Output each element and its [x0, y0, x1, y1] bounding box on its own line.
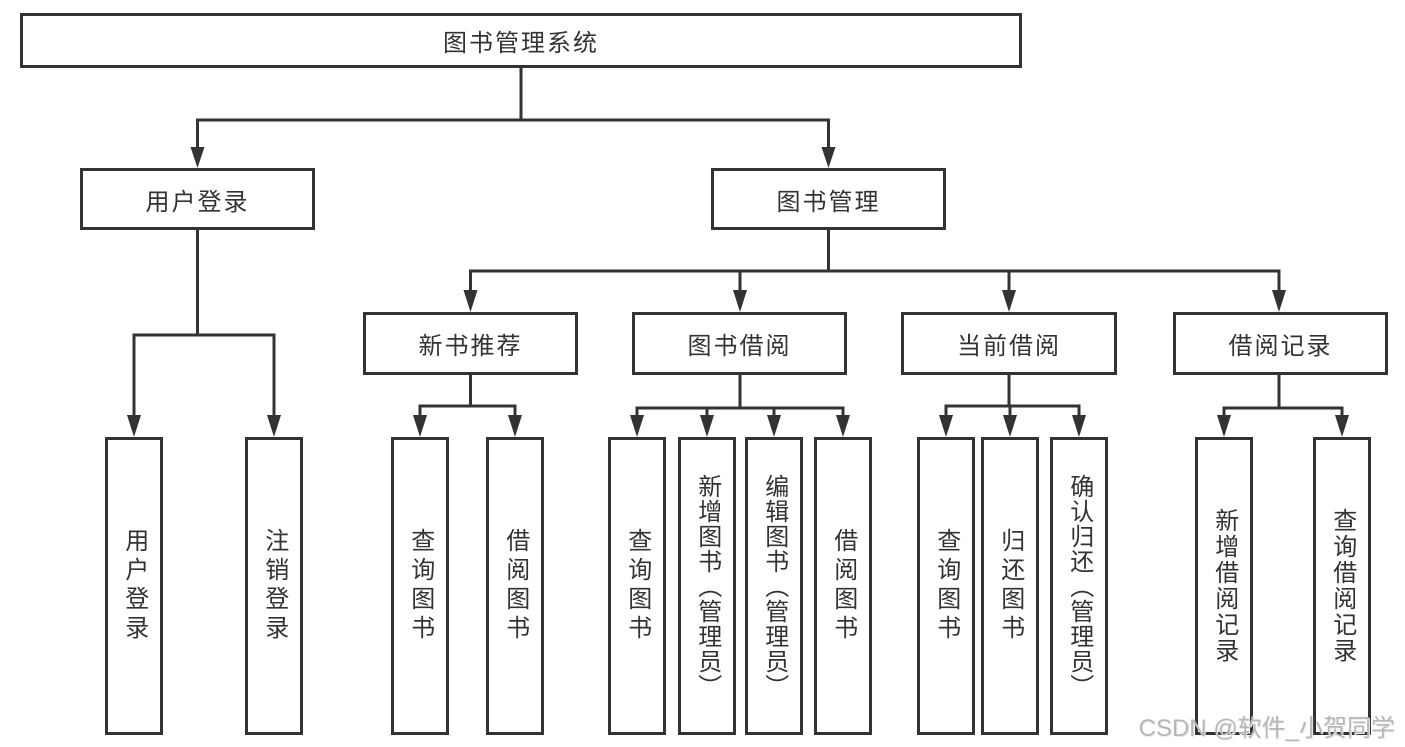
node-current-borrow-label: 当前借阅 — [957, 333, 1061, 360]
node-leaf-borrow-book-1: 借阅图书 — [486, 437, 544, 735]
node-leaf-user-login-label: 用户登录 — [120, 528, 148, 644]
connector-new-book-rec-to-leaves — [413, 374, 522, 437]
node-leaf-logout-label: 注销登录 — [260, 528, 288, 644]
node-leaf-add-book: 新增图书（管理员） — [678, 437, 736, 735]
node-book-mgmt: 图书管理 — [711, 168, 946, 230]
node-current-borrow: 当前借阅 — [901, 312, 1117, 375]
node-leaf-return-book: 归还图书 — [981, 437, 1039, 735]
node-leaf-logout: 注销登录 — [245, 437, 303, 735]
node-leaf-confirm-return: 确认归还（管理员） — [1050, 437, 1108, 735]
connector-book-mgmt-to-level3 — [463, 229, 1286, 312]
node-user-login-label: 用户登录 — [145, 188, 250, 216]
node-new-book-rec-label: 新书推荐 — [418, 333, 523, 360]
node-borrow-records-label: 借阅记录 — [1228, 333, 1333, 360]
node-leaf-query-book-2-label: 查询图书 — [623, 528, 651, 644]
node-book-mgmt-label: 图书管理 — [776, 188, 881, 216]
node-leaf-query-book-1: 查询图书 — [391, 437, 449, 735]
node-leaf-user-login: 用户登录 — [105, 437, 163, 735]
node-book-borrow-label: 图书借阅 — [687, 333, 792, 360]
node-root-label: 图书管理系统 — [443, 30, 599, 57]
node-leaf-edit-book: 编辑图书（管理员） — [745, 437, 803, 735]
connector-user-login-to-leaves — [127, 229, 281, 437]
node-book-borrow: 图书借阅 — [632, 312, 847, 375]
node-leaf-borrow-book-2: 借阅图书 — [814, 437, 872, 735]
node-user-login: 用户登录 — [80, 168, 315, 230]
node-leaf-borrow-book-1-label: 借阅图书 — [501, 528, 529, 644]
node-leaf-query-book-3: 查询图书 — [917, 437, 975, 735]
node-leaf-borrow-book-2-label: 借阅图书 — [829, 528, 857, 644]
node-leaf-edit-book-label: 编辑图书（管理员） — [760, 473, 788, 699]
node-leaf-query-record-label: 查询借阅记录 — [1328, 508, 1356, 664]
node-borrow-records: 借阅记录 — [1173, 312, 1388, 375]
node-leaf-add-record-label: 新增借阅记录 — [1210, 508, 1238, 664]
node-leaf-query-book-3-label: 查询图书 — [932, 528, 960, 644]
connector-borrow-records-to-leaves — [1217, 374, 1349, 437]
connector-root-to-level2 — [190, 66, 836, 168]
node-new-book-rec: 新书推荐 — [363, 312, 578, 375]
node-leaf-add-book-label: 新增图书（管理员） — [693, 473, 721, 699]
node-leaf-return-book-label: 归还图书 — [996, 528, 1024, 644]
node-leaf-confirm-return-label: 确认归还（管理员） — [1065, 473, 1093, 699]
node-root: 图书管理系统 — [20, 13, 1022, 68]
connector-book-borrow-to-leaves — [630, 374, 850, 437]
node-leaf-query-record: 查询借阅记录 — [1313, 437, 1371, 735]
node-leaf-query-book-1-label: 查询图书 — [406, 528, 434, 644]
node-leaf-add-record: 新增借阅记录 — [1195, 437, 1253, 735]
connector-current-borrow-to-leaves — [939, 374, 1086, 437]
node-leaf-query-book-2: 查询图书 — [608, 437, 666, 735]
csdn-watermark: CSDN @软件_小贺同学 — [1138, 715, 1395, 742]
